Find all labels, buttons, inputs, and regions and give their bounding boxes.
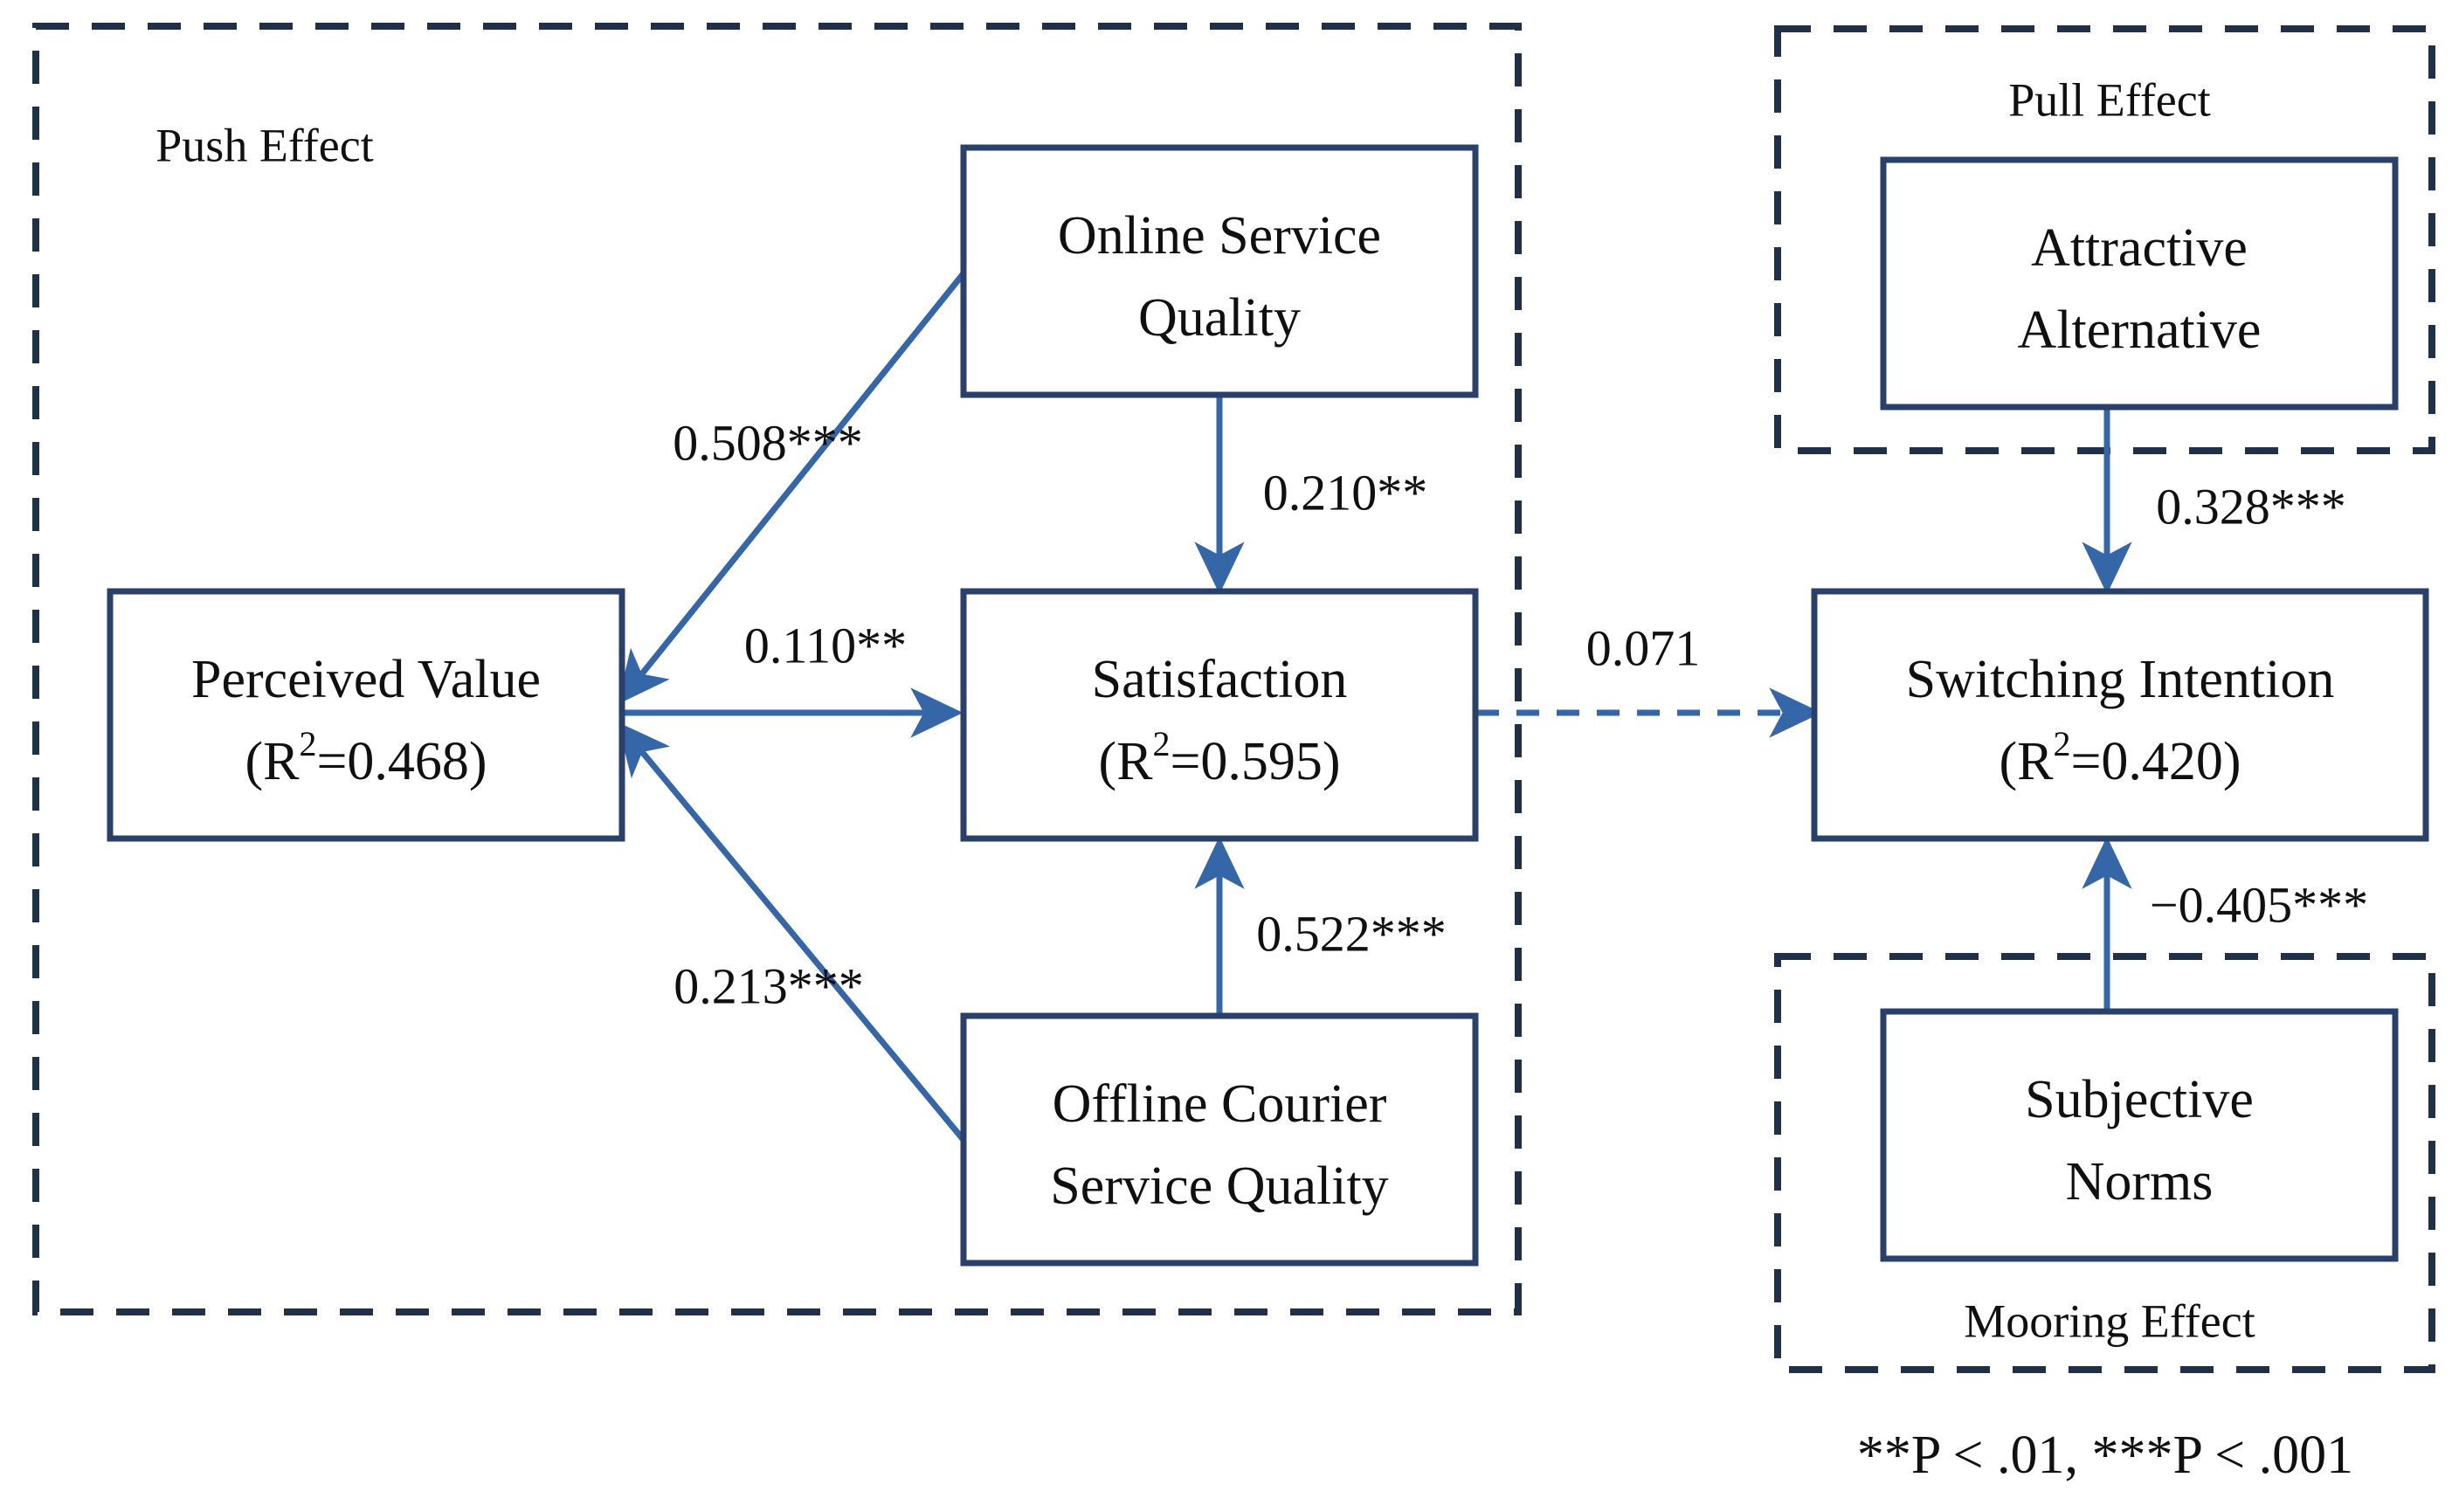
node-offline-courier-service-quality-box[interactable] — [960, 1012, 1479, 1267]
path-aa-to-si: 0.328*** — [2082, 407, 2346, 595]
node-perceived-value-box[interactable] — [107, 588, 625, 842]
path-ocsq-to-pv-line — [617, 721, 966, 1143]
path-aa-to-si-label: 0.328*** — [2156, 478, 2346, 535]
path-sat-to-si: 0.071 — [1476, 619, 1822, 738]
node-switching-intention-box[interactable] — [1811, 588, 2429, 842]
node-satisfaction-r2-suffix: =0.595) — [1170, 732, 1340, 791]
node-perceived-value-r2-suffix: =0.468) — [316, 732, 487, 791]
path-osq-to-sat: 0.210** — [1194, 395, 1428, 595]
node-perceived-value-r2-prefix: (R — [245, 732, 300, 791]
path-sat-to-si-label: 0.071 — [1586, 619, 1701, 676]
node-perceived-value-line1: Perceived Value — [191, 650, 541, 709]
path-pv-to-sat-label: 0.110** — [744, 617, 907, 673]
group-mooring-effect-label: Mooring Effect — [1964, 1295, 2255, 1347]
node-switching-intention[interactable]: Switching Intention (R2=0.420) — [1811, 588, 2429, 842]
group-pull-effect-label: Pull Effect — [2008, 73, 2210, 126]
node-switching-intention-r2-suffix: =0.420) — [2070, 732, 2241, 791]
node-subjective-norms[interactable]: Subjective Norms — [1880, 1008, 2399, 1262]
path-ocsq-to-sat-label: 0.522*** — [1256, 905, 1447, 962]
path-osq-to-pv-label: 0.508*** — [673, 414, 863, 471]
node-subjective-norms-box[interactable] — [1880, 1008, 2399, 1262]
node-offline-courier-service-quality-line2: Service Quality — [1050, 1156, 1388, 1216]
path-osq-to-pv-line — [617, 271, 966, 705]
node-attractive-alternative[interactable]: Attractive Alternative — [1880, 156, 2399, 411]
path-osq-to-sat-label: 0.210** — [1263, 464, 1428, 521]
node-satisfaction-line2: (R2=0.595) — [1098, 724, 1340, 792]
node-switching-intention-line1: Switching Intention — [1906, 650, 2335, 709]
node-switching-intention-r2-prefix: (R — [1999, 732, 2054, 791]
node-attractive-alternative-line1: Attractive — [2031, 218, 2248, 278]
path-ocsq-to-pv: 0.213*** — [617, 721, 966, 1143]
node-attractive-alternative-box[interactable] — [1880, 156, 2399, 411]
node-satisfaction-r2-prefix: (R — [1098, 732, 1153, 791]
group-push-effect-border — [32, 23, 1522, 1315]
node-switching-intention-line2: (R2=0.420) — [1999, 724, 2241, 792]
node-online-service-quality-line1: Online Service — [1058, 206, 1381, 266]
node-online-service-quality[interactable]: Online Service Quality — [960, 144, 1479, 398]
node-satisfaction-line1: Satisfaction — [1092, 650, 1348, 709]
node-offline-courier-service-quality-line1: Offline Courier — [1053, 1074, 1387, 1134]
node-subjective-norms-line1: Subjective — [2025, 1070, 2254, 1129]
node-offline-courier-service-quality[interactable]: Offline Courier Service Quality — [960, 1012, 1479, 1267]
path-ocsq-to-pv-label: 0.213*** — [673, 957, 864, 1014]
node-online-service-quality-line2: Quality — [1138, 288, 1301, 348]
node-attractive-alternative-line2: Alternative — [2018, 300, 2262, 360]
path-pv-to-sat: 0.110** — [622, 617, 964, 738]
significance-footnote: **P < .01, ***P < .001 — [1857, 1426, 2353, 1485]
node-satisfaction[interactable]: Satisfaction (R2=0.595) — [960, 588, 1479, 842]
node-perceived-value-r2-superscript: 2 — [299, 724, 316, 763]
path-sn-to-si-label: −0.405*** — [2150, 876, 2368, 933]
node-satisfaction-r2-superscript: 2 — [1152, 724, 1170, 763]
group-push-effect-label: Push Effect — [155, 119, 373, 171]
node-perceived-value-line2: (R2=0.468) — [245, 724, 487, 792]
group-mooring-effect: Mooring Effect — [1774, 953, 2435, 1373]
path-sn-to-si: −0.405*** — [2082, 836, 2368, 1011]
path-osq-to-pv: 0.508*** — [617, 271, 966, 705]
node-switching-intention-r2-superscript: 2 — [2053, 724, 2070, 763]
path-ocsq-to-sat: 0.522*** — [1194, 836, 1447, 1016]
group-mooring-effect-border — [1774, 953, 2435, 1373]
node-subjective-norms-line2: Norms — [2066, 1152, 2214, 1212]
group-push-effect: Push Effect — [32, 23, 1522, 1315]
node-online-service-quality-box[interactable] — [960, 144, 1479, 398]
node-perceived-value[interactable]: Perceived Value (R2=0.468) — [107, 588, 625, 842]
node-satisfaction-box[interactable] — [960, 588, 1479, 842]
